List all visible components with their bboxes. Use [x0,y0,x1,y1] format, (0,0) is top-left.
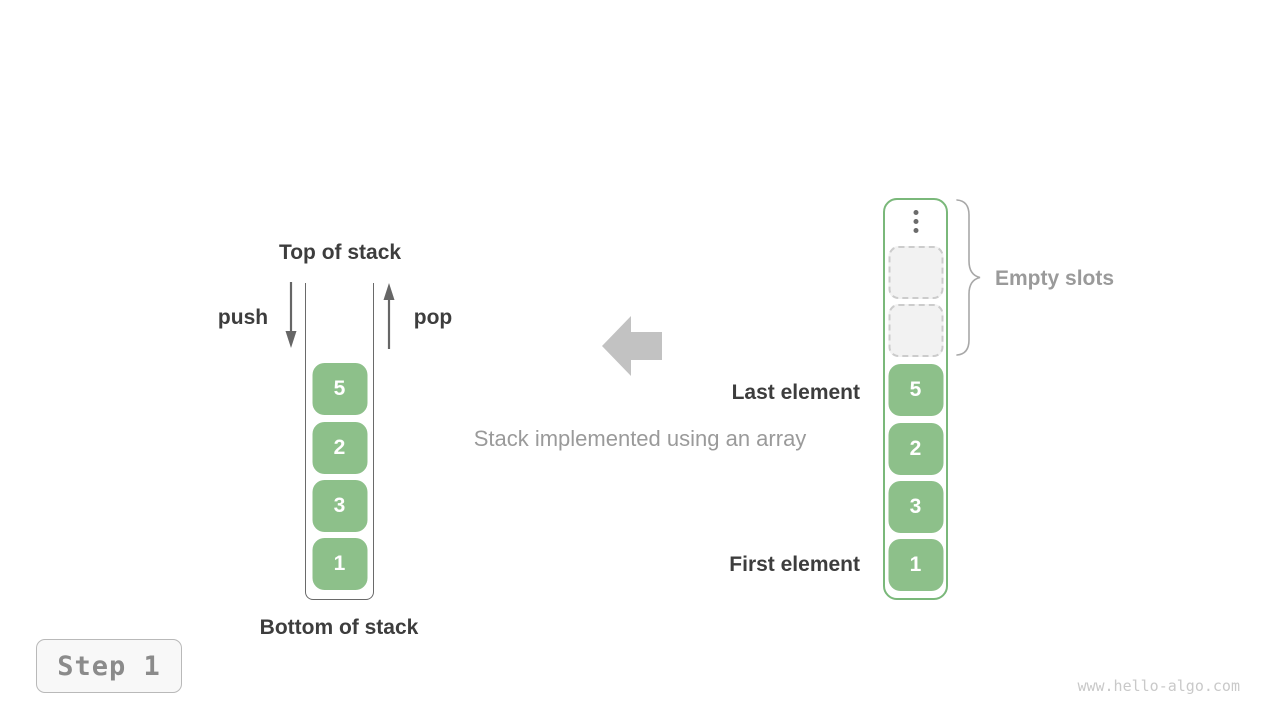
push-label: push [217,306,269,329]
stack-element: 2 [312,422,367,474]
step-badge: Step 1 [36,639,182,693]
first-element-label: First element [729,553,860,576]
array-element: 5 [888,364,943,416]
diagram-caption: Stack implemented using an array [473,426,807,451]
stack-element: 5 [312,363,367,415]
empty-slots-label: Empty slots [995,267,1115,290]
empty-slot [888,304,943,357]
pop-label: pop [413,306,453,329]
vertical-ellipsis-icon [913,210,918,233]
array-element: 3 [888,481,943,533]
arrow-left-icon [602,316,662,376]
stack-container: 5 2 3 1 [305,283,374,600]
stack-element: 3 [312,480,367,532]
array-element: 2 [888,423,943,475]
array-container: 5 2 3 1 [883,198,948,600]
last-element-label: Last element [731,381,860,404]
arrow-up-icon [383,283,395,349]
bottom-of-stack-label: Bottom of stack [259,616,419,639]
watermark-url: www.hello-algo.com [1077,677,1240,695]
arrow-down-icon [285,282,297,348]
stack-element: 1 [312,538,367,590]
array-element: 1 [888,539,943,591]
dot [913,228,918,233]
top-of-stack-label: Top of stack [278,241,402,264]
dot [913,210,918,215]
dot [913,219,918,224]
empty-slot [888,246,943,299]
curly-brace-icon [956,199,981,356]
